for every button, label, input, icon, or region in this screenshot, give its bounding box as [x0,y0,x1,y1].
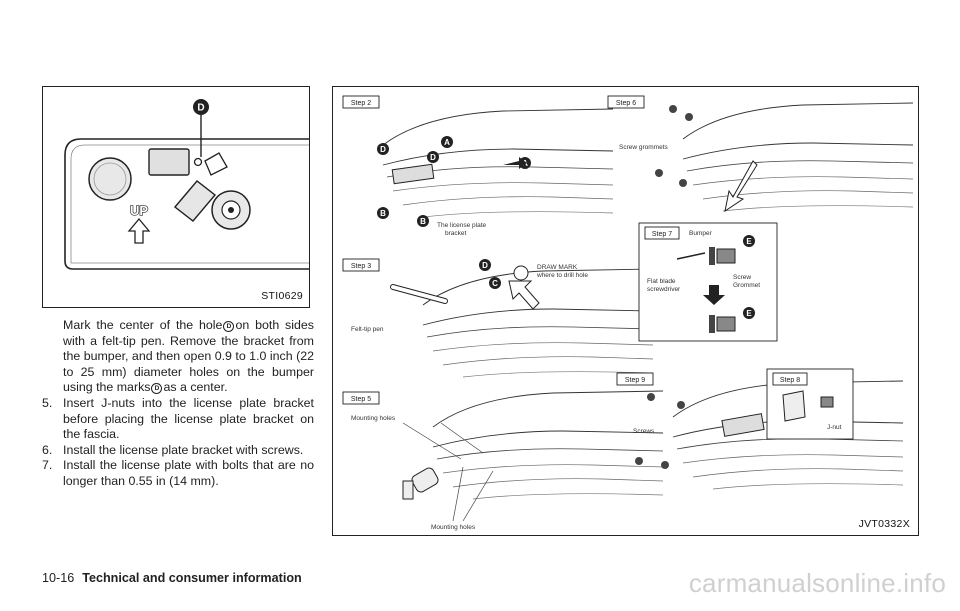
step-2-panel: Step 2 D D A A B B The license plate bra… [342,95,614,237]
figure-code: JVT0332X [858,518,910,530]
mark-d-icon: D [223,321,235,332]
step-6-label: Step 6 [616,100,636,107]
callout-d [193,99,209,115]
felt-tip-pen-label: Felt-tip pen [351,326,384,333]
bracket-figure: D UP STI0629 [42,86,310,308]
svg-text:where to drill hole: where to drill hole [536,272,588,279]
bracket-slot [148,148,190,176]
svg-text:D: D [482,261,488,270]
svg-text:A: A [444,138,450,147]
list-item: 5.Insert J-nuts into the license plate b… [42,395,314,442]
svg-text:E: E [746,309,752,318]
license-bracket-label: The license plate [437,222,487,229]
step-9-label: Step 9 [625,377,645,384]
svg-text:B: B [420,217,426,226]
page-number: 10-16 [42,571,75,585]
mounting-holes-label-top: Mounting holes [351,415,396,422]
section-title: Technical and consumer information [82,571,302,585]
svg-text:D: D [380,145,386,154]
round-hole-left [88,157,132,201]
step-9-panel: Step 9 Screws [616,372,904,490]
step-8-panel: Step 8 J-nut [766,368,854,440]
step-2-label: Step 2 [351,100,371,107]
down-arrow-icon [703,285,725,305]
mark-d-icon: D [151,383,163,395]
mounting-holes-label-bottom: Mounting holes [431,524,476,531]
screw-label: Screw [733,274,751,281]
bracket-illustration: D UP [64,99,309,270]
step-5-label: Step 5 [351,396,371,403]
jnut-label: J-nut [827,424,842,431]
svg-text:screwdriver: screwdriver [647,286,681,293]
screws-label: Screws [633,428,655,435]
bracket-tab [173,180,217,222]
svg-text:C: C [492,279,498,288]
step-3-panel: Step 3 D C DRAW MARK where to drill hole… [342,258,654,378]
step-7-label: Step 7 [652,231,672,238]
list-item: 6.Install the license plate bracket with… [42,442,304,457]
step-5-panel: Step 5 Mounting holes Mounting holes [342,390,664,531]
step-3-label: Step 3 [351,263,371,270]
install-steps-figure: Step 2 D D A A B B The license plate bra… [332,86,919,536]
svg-text:B: B [380,209,386,218]
screw-grommets-label: Screw grommets [619,144,669,151]
draw-mark-label: DRAW MARK [537,264,578,271]
svg-text:bracket: bracket [445,230,467,237]
step-7-panel: Step 7 Bumper E Flat blade screwdriver S… [638,222,778,342]
install-steps-illustration: Step 2 D D A A B B The license plate bra… [342,95,914,531]
step-8-label: Step 8 [780,377,800,384]
mark-hole [193,157,203,167]
grommet-label: Grommet [733,282,760,289]
bumper-label: Bumper [689,230,713,237]
list-item: 7.Install the license plate with bolts t… [42,458,314,488]
figure-code: STI0629 [261,290,303,302]
svg-text:E: E [746,237,752,246]
step-6-panel: Step 6 Screw grommets [607,95,914,213]
page-footer: 10-16 Technical and consumer information [42,571,302,585]
flat-blade-label: Flat blade [647,278,676,285]
svg-text:D: D [430,153,436,162]
up-label: UP [130,203,148,218]
callout-d-label: D [197,103,204,114]
up-arrow-icon [127,217,151,244]
bumper-outline [64,138,309,270]
watermark: carmanualsonline.info [688,568,946,598]
drill-icon [411,467,439,493]
